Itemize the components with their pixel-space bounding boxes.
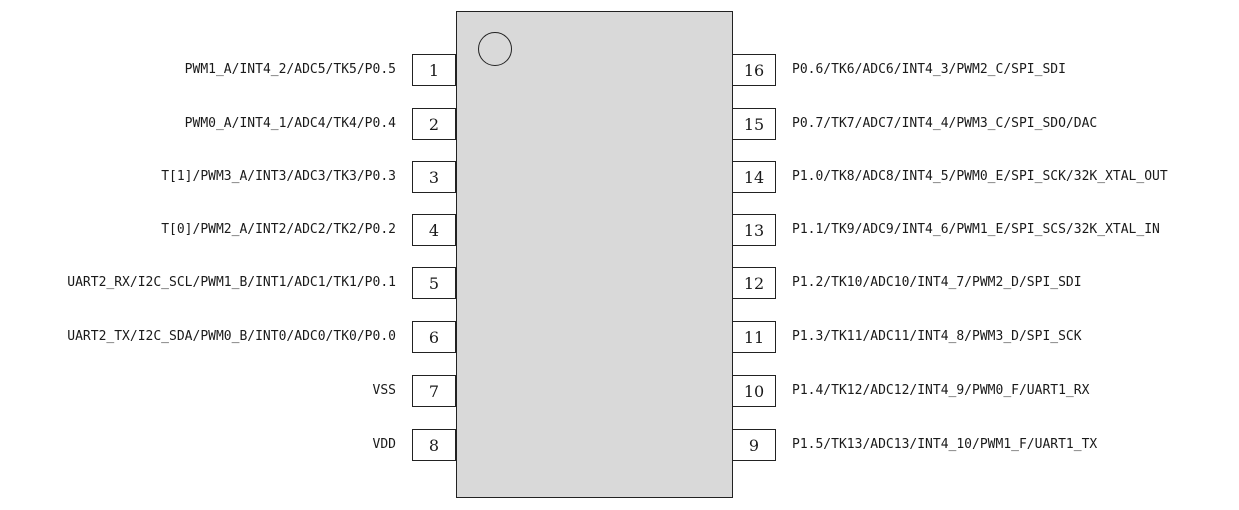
pin-box: 9 [732,429,776,461]
pin-label: P1.5/TK13/ADC13/INT4_10/PWM1_F/UART1_TX [792,437,1098,452]
pin-box: 6 [412,321,456,353]
pin-box: 7 [412,375,456,407]
pin-label: P1.2/TK10/ADC10/INT4_7/PWM2_D/SPI_SDI [792,275,1082,290]
pin-label: PWM0_A/INT4_1/ADC4/TK4/P0.4 [184,116,396,131]
pin-label: T[0]/PWM2_A/INT2/ADC2/TK2/P0.2 [161,222,396,237]
chip-body [456,11,733,498]
pin-box: 2 [412,108,456,140]
pin-box: 14 [732,161,776,193]
pin-label: P1.1/TK9/ADC9/INT4_6/PWM1_E/SPI_SCS/32K_… [792,222,1160,237]
pin-box: 13 [732,214,776,246]
pin-label: P1.3/TK11/ADC11/INT4_8/PWM3_D/SPI_SCK [792,329,1082,344]
pin-box: 8 [412,429,456,461]
pin-box: 11 [732,321,776,353]
pin-label: P1.0/TK8/ADC8/INT4_5/PWM0_E/SPI_SCK/32K_… [792,169,1168,184]
pin-box: 3 [412,161,456,193]
pin-box: 5 [412,267,456,299]
pin-label: UART2_TX/I2C_SDA/PWM0_B/INT0/ADC0/TK0/P0… [67,329,396,344]
pin-box: 4 [412,214,456,246]
pin-label: P0.7/TK7/ADC7/INT4_4/PWM3_C/SPI_SDO/DAC [792,116,1098,131]
pin-box: 10 [732,375,776,407]
pin1-indicator-icon [478,32,512,66]
pin-label: P1.4/TK12/ADC12/INT4_9/PWM0_F/UART1_RX [792,383,1090,398]
pin-box: 1 [412,54,456,86]
pin-label: P0.6/TK6/ADC6/INT4_3/PWM2_C/SPI_SDI [792,62,1066,77]
pin-label: VDD [372,437,396,452]
pin-label: T[1]/PWM3_A/INT3/ADC3/TK3/P0.3 [161,169,396,184]
pin-box: 12 [732,267,776,299]
pin-box: 16 [732,54,776,86]
pin-label: PWM1_A/INT4_2/ADC5/TK5/P0.5 [184,62,396,77]
pin-label: VSS [372,383,396,398]
pin-box: 15 [732,108,776,140]
pin-label: UART2_RX/I2C_SCL/PWM1_B/INT1/ADC1/TK1/P0… [67,275,396,290]
